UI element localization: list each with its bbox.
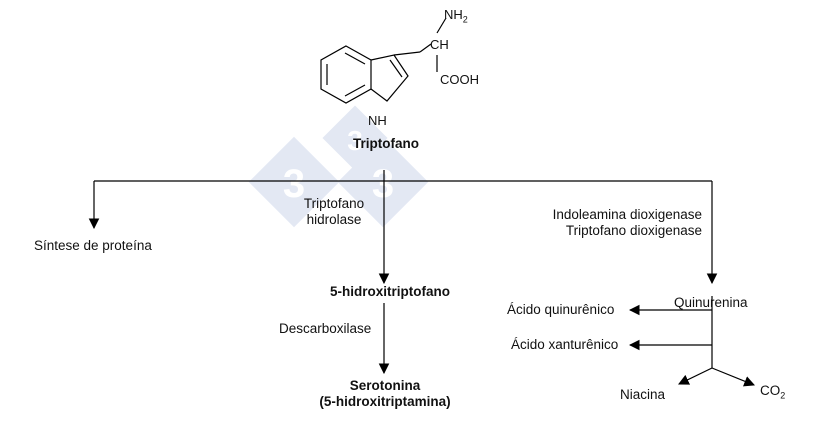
carboxyl-label: COOH — [440, 72, 479, 87]
amino-group-label: NH2 — [444, 7, 468, 25]
kynurenic-acid-label: Ácido quinurênico — [507, 302, 615, 317]
pyrrole-ring — [370, 54, 409, 102]
protein-synthesis-label: Síntese de proteína — [34, 238, 152, 253]
hydroxytryptophan-label: 5-hidroxitriptofano — [330, 284, 450, 299]
watermark-diamond-left — [248, 136, 340, 228]
hydroxylase-label-1: Triptofano — [303, 196, 365, 211]
dioxygenase-label-1: Indoleamina dioxigenase — [552, 207, 702, 222]
niacin-label: Niacina — [620, 387, 666, 402]
watermark-digit-right: 3 — [372, 162, 394, 206]
arrow-niacin — [678, 367, 713, 385]
co2-label: CO2 — [760, 383, 786, 401]
tryptophan-label: Triptofano — [353, 136, 419, 151]
indole-nh-label: NH — [368, 113, 387, 128]
serotonin-label: Serotonina — [349, 378, 421, 393]
alpha-carbon-label: CH — [430, 37, 449, 52]
dioxygenase-label-2: Triptofano dioxigenase — [565, 223, 702, 238]
kynurenine-label: Quinurenina — [674, 295, 748, 310]
benzene-ring — [320, 45, 372, 104]
decarboxylase-label: Descarboxilase — [279, 321, 372, 336]
serotonin-alt-label: (5-hidroxitriptamina) — [319, 394, 451, 409]
hydroxylase-label-2: hidrolase — [306, 212, 362, 227]
watermark-digit-left: 3 — [283, 162, 305, 206]
watermark-diamond-top — [322, 105, 388, 171]
watermark-digit-top: 3 — [347, 125, 363, 156]
arrow-co2 — [711, 367, 756, 387]
xanthurenic-acid-label: Ácido xanturênico — [511, 337, 619, 352]
